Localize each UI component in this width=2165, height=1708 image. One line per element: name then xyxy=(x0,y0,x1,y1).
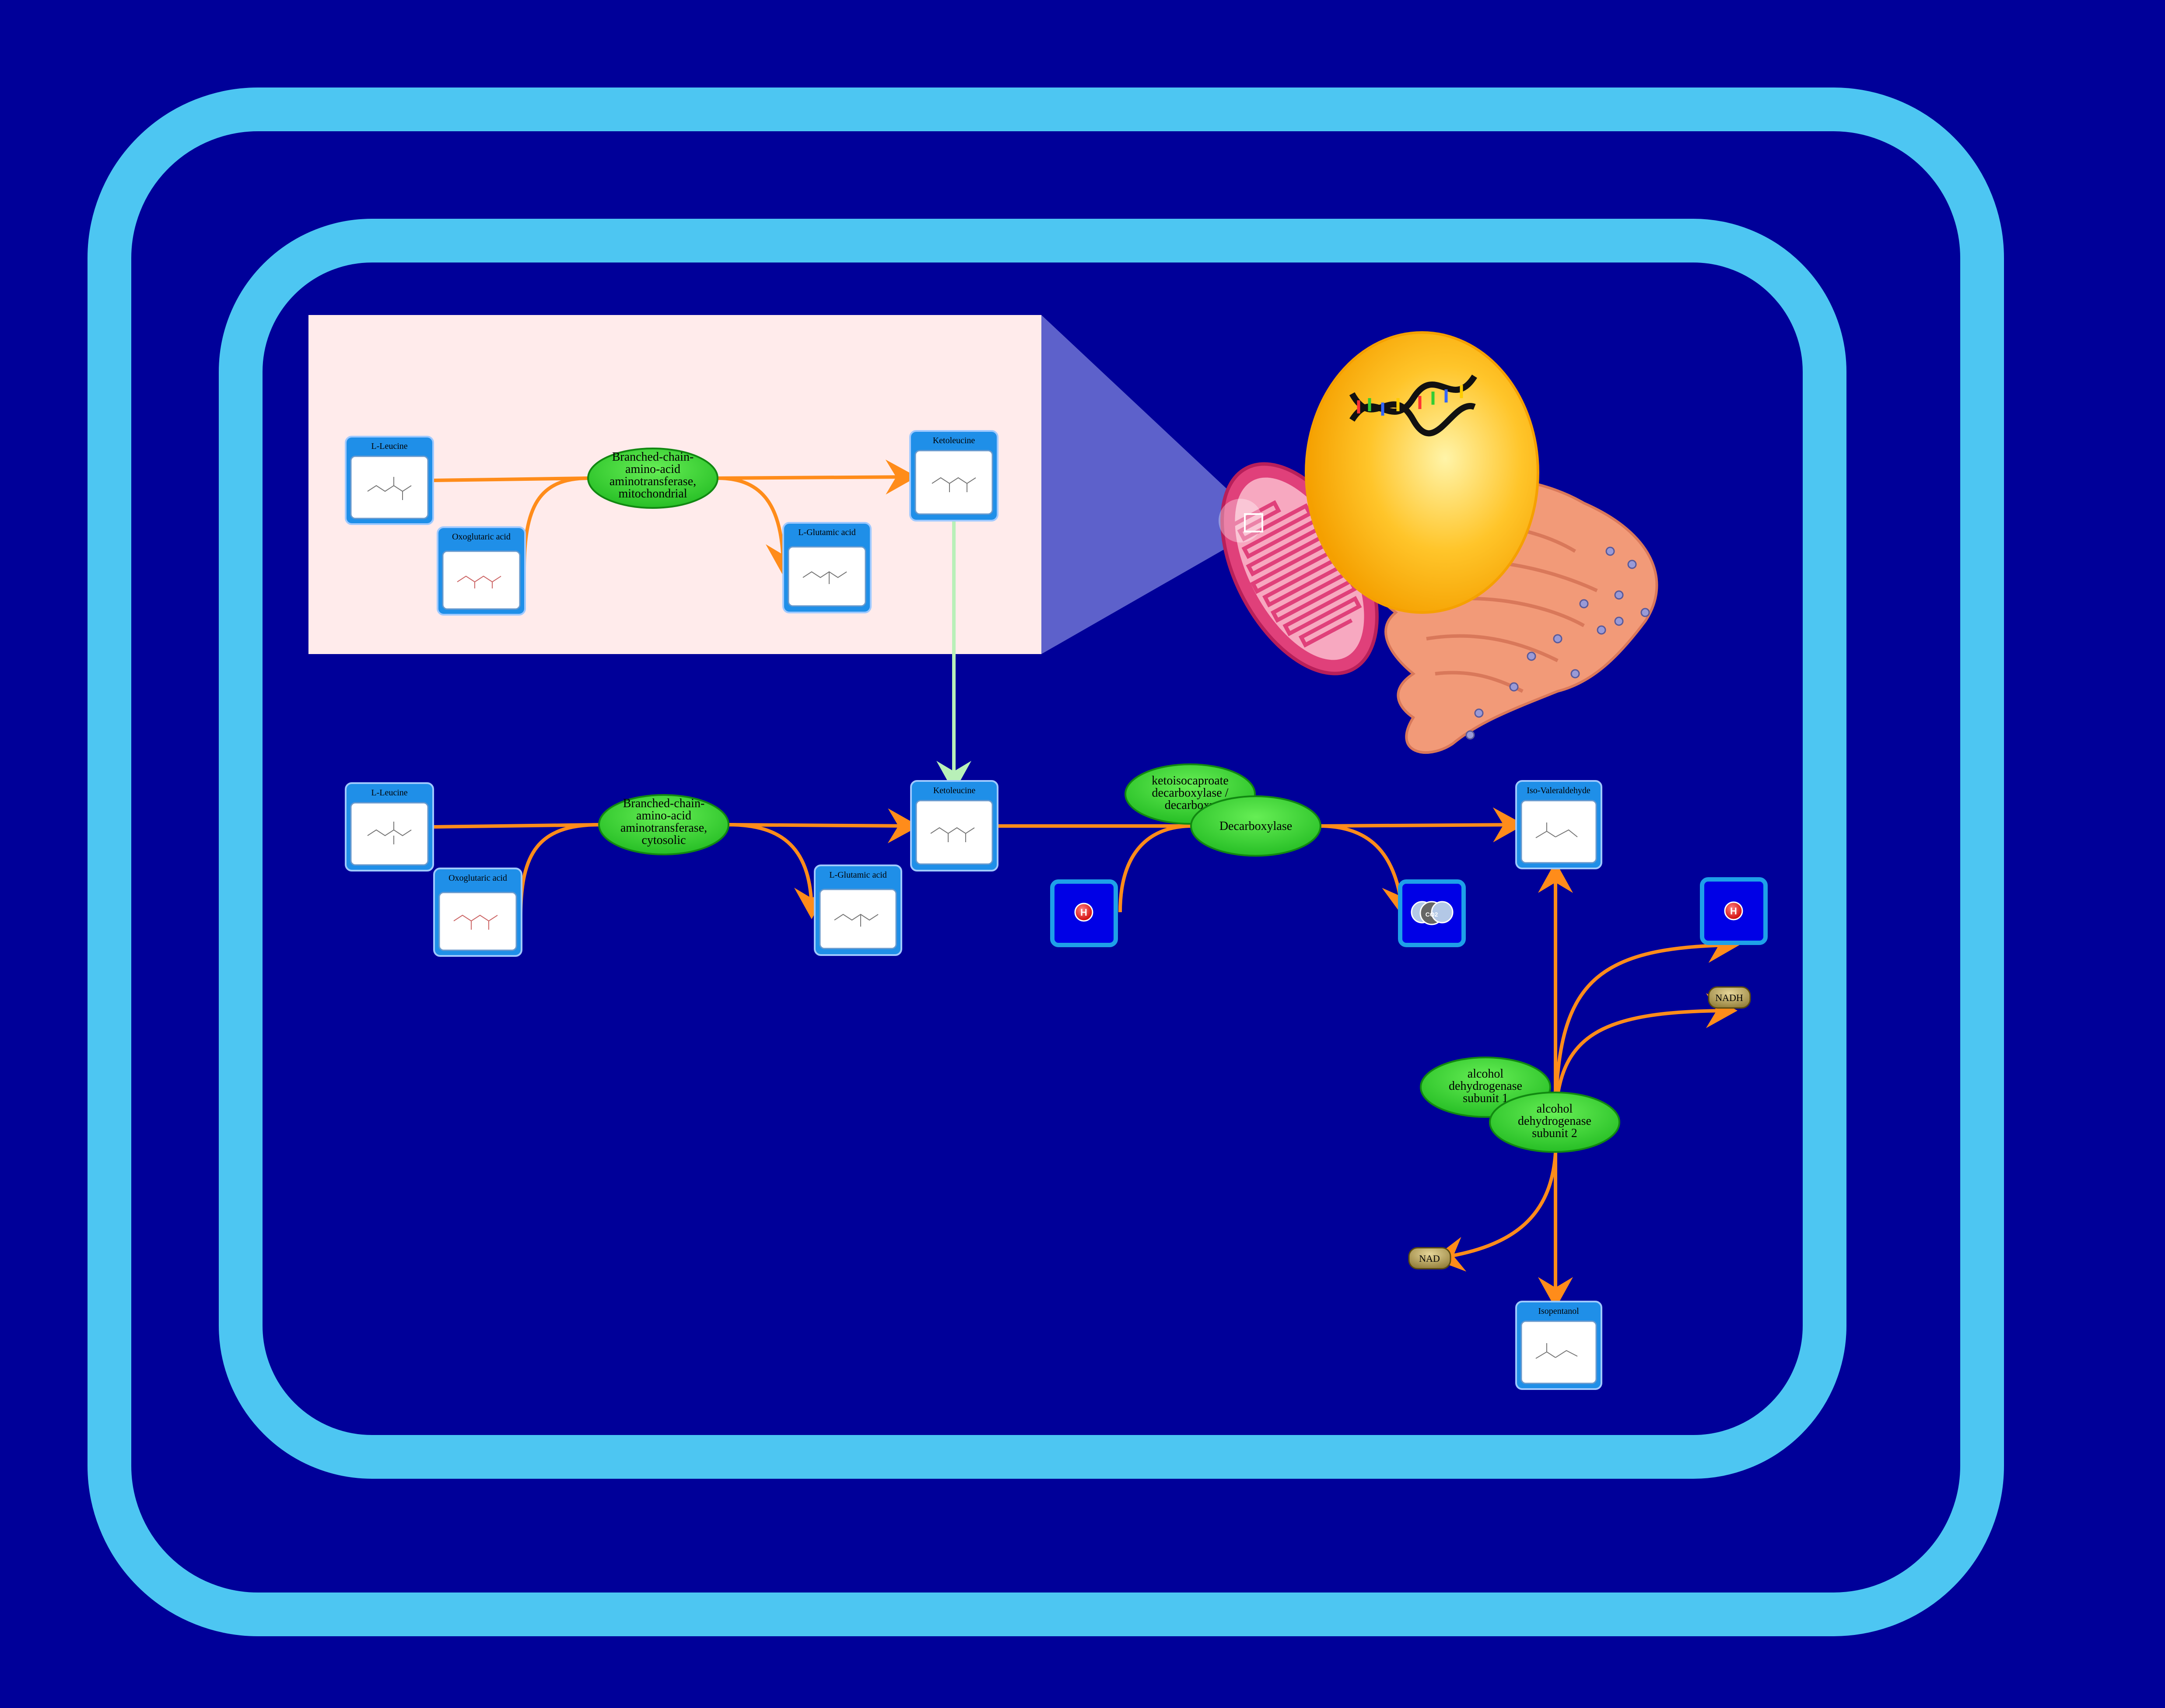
enzyme-label-line: amino-acid xyxy=(625,462,680,476)
enzyme-label-line: dehydrogenase xyxy=(1449,1079,1522,1093)
enzyme-bcat-cytosolic[interactable]: Branched-chain- amino-acid aminotransfer… xyxy=(598,794,729,855)
metabolite-label: L-Glutamic acid xyxy=(829,870,887,880)
structure-icon xyxy=(834,914,879,927)
ion-label: H xyxy=(1080,907,1087,918)
ion-co2[interactable]: CO2 xyxy=(1398,879,1466,947)
structure-icon xyxy=(932,477,976,492)
metabolite-label: L-Leucine xyxy=(371,441,407,451)
zoom-marker xyxy=(1244,513,1263,532)
enzyme-label-line: alcohol xyxy=(1468,1067,1504,1081)
enzyme-label-line: cytosolic xyxy=(641,833,686,847)
enzyme-label-line: subunit 2 xyxy=(1532,1127,1577,1140)
metabolite-label: L-Glutamic acid xyxy=(798,528,856,537)
nucleus xyxy=(1305,331,1539,614)
metabolite-label: L-Leucine xyxy=(371,788,407,798)
enzyme-label-line: Decarboxylase xyxy=(1219,819,1292,833)
enzyme-label-line: mitochondrial xyxy=(618,487,687,500)
cofactor-label: NAD xyxy=(1419,1253,1440,1264)
cofactor-nadh[interactable]: NADH xyxy=(1708,986,1751,1009)
metabolite-glutamic-inset[interactable]: L-Glutamic acid xyxy=(782,522,872,613)
enzyme-label-line: Branched-chain- xyxy=(623,797,705,810)
ion-label: H xyxy=(1730,906,1737,917)
ion-hydrogen-right[interactable]: H xyxy=(1700,877,1768,945)
structure-icon xyxy=(367,477,412,500)
structure-icon xyxy=(802,571,847,584)
metabolite-glutamic[interactable]: L-Glutamic acid xyxy=(814,864,902,956)
metabolite-leucine[interactable]: L-Leucine xyxy=(345,782,434,872)
metabolite-label: Oxoglutaric acid xyxy=(448,873,507,883)
metabolite-ketoleucine[interactable]: Ketoleucine xyxy=(910,780,998,872)
enzyme-label-line: decarboxylase / xyxy=(1152,786,1229,800)
structure-icon xyxy=(367,822,412,844)
enzyme-kic-decarboxylase[interactable]: ketoisocaproate decarboxylase / decarbox… xyxy=(1125,763,1256,825)
metabolite-oxoglutaric-inset[interactable]: Oxoglutaric acid xyxy=(437,526,526,616)
enzyme-label-line: alcohol xyxy=(1537,1102,1573,1116)
enzyme-label-line: ketoisocaproate xyxy=(1152,774,1229,788)
metabolite-isovaleraldehyde[interactable]: Iso-Valeraldehyde xyxy=(1515,780,1602,869)
enzyme-adh-subunit-2[interactable]: alcohol dehydrogenase subunit 2 xyxy=(1489,1092,1620,1153)
cofactor-nad[interactable]: NAD xyxy=(1408,1247,1451,1270)
metabolite-oxoglutaric[interactable]: Oxoglutaric acid xyxy=(433,868,522,957)
zoom-focus xyxy=(1219,499,1262,542)
structure-icon xyxy=(453,914,498,930)
metabolite-label: Isopentanol xyxy=(1538,1306,1579,1316)
structure-icon xyxy=(930,827,975,842)
inner-membrane xyxy=(219,219,1846,1479)
enzyme-label-line: aminotransferase, xyxy=(620,821,707,835)
enzyme-label-line: amino-acid xyxy=(636,809,691,822)
dna-icon xyxy=(1349,374,1477,437)
ion-hydrogen-left[interactable]: H xyxy=(1050,879,1118,947)
metabolite-leucine-inset[interactable]: L-Leucine xyxy=(345,436,434,525)
structure-icon xyxy=(1535,822,1578,838)
metabolite-isopentanol[interactable]: Isopentanol xyxy=(1515,1301,1602,1390)
enzyme-label-line: dehydrogenase xyxy=(1518,1114,1591,1128)
metabolite-label: Oxoglutaric acid xyxy=(452,532,511,542)
metabolite-label: Ketoleucine xyxy=(933,436,975,445)
enzyme-label-line: aminotransferase, xyxy=(610,475,696,488)
structure-icon xyxy=(457,575,501,588)
outer-membrane xyxy=(88,88,2004,1636)
metabolite-ketoleucine-inset[interactable]: Ketoleucine xyxy=(909,430,998,522)
metabolite-label: Ketoleucine xyxy=(933,786,976,795)
metabolite-label: Iso-Valeraldehyde xyxy=(1527,786,1590,795)
structure-icon xyxy=(1535,1343,1578,1359)
enzyme-decarboxylase[interactable]: Decarboxylase xyxy=(1190,795,1321,857)
cofactor-label: NADH xyxy=(1715,992,1743,1003)
enzyme-label-line: subunit 1 xyxy=(1463,1092,1508,1105)
zoom-projection xyxy=(1041,315,1251,654)
ion-label: CO2 xyxy=(1426,911,1438,918)
enzyme-bcat-mitochondrial[interactable]: Branched-chain- amino-acid aminotransfer… xyxy=(587,448,718,509)
enzyme-label-line: Branched-chain- xyxy=(612,450,694,464)
